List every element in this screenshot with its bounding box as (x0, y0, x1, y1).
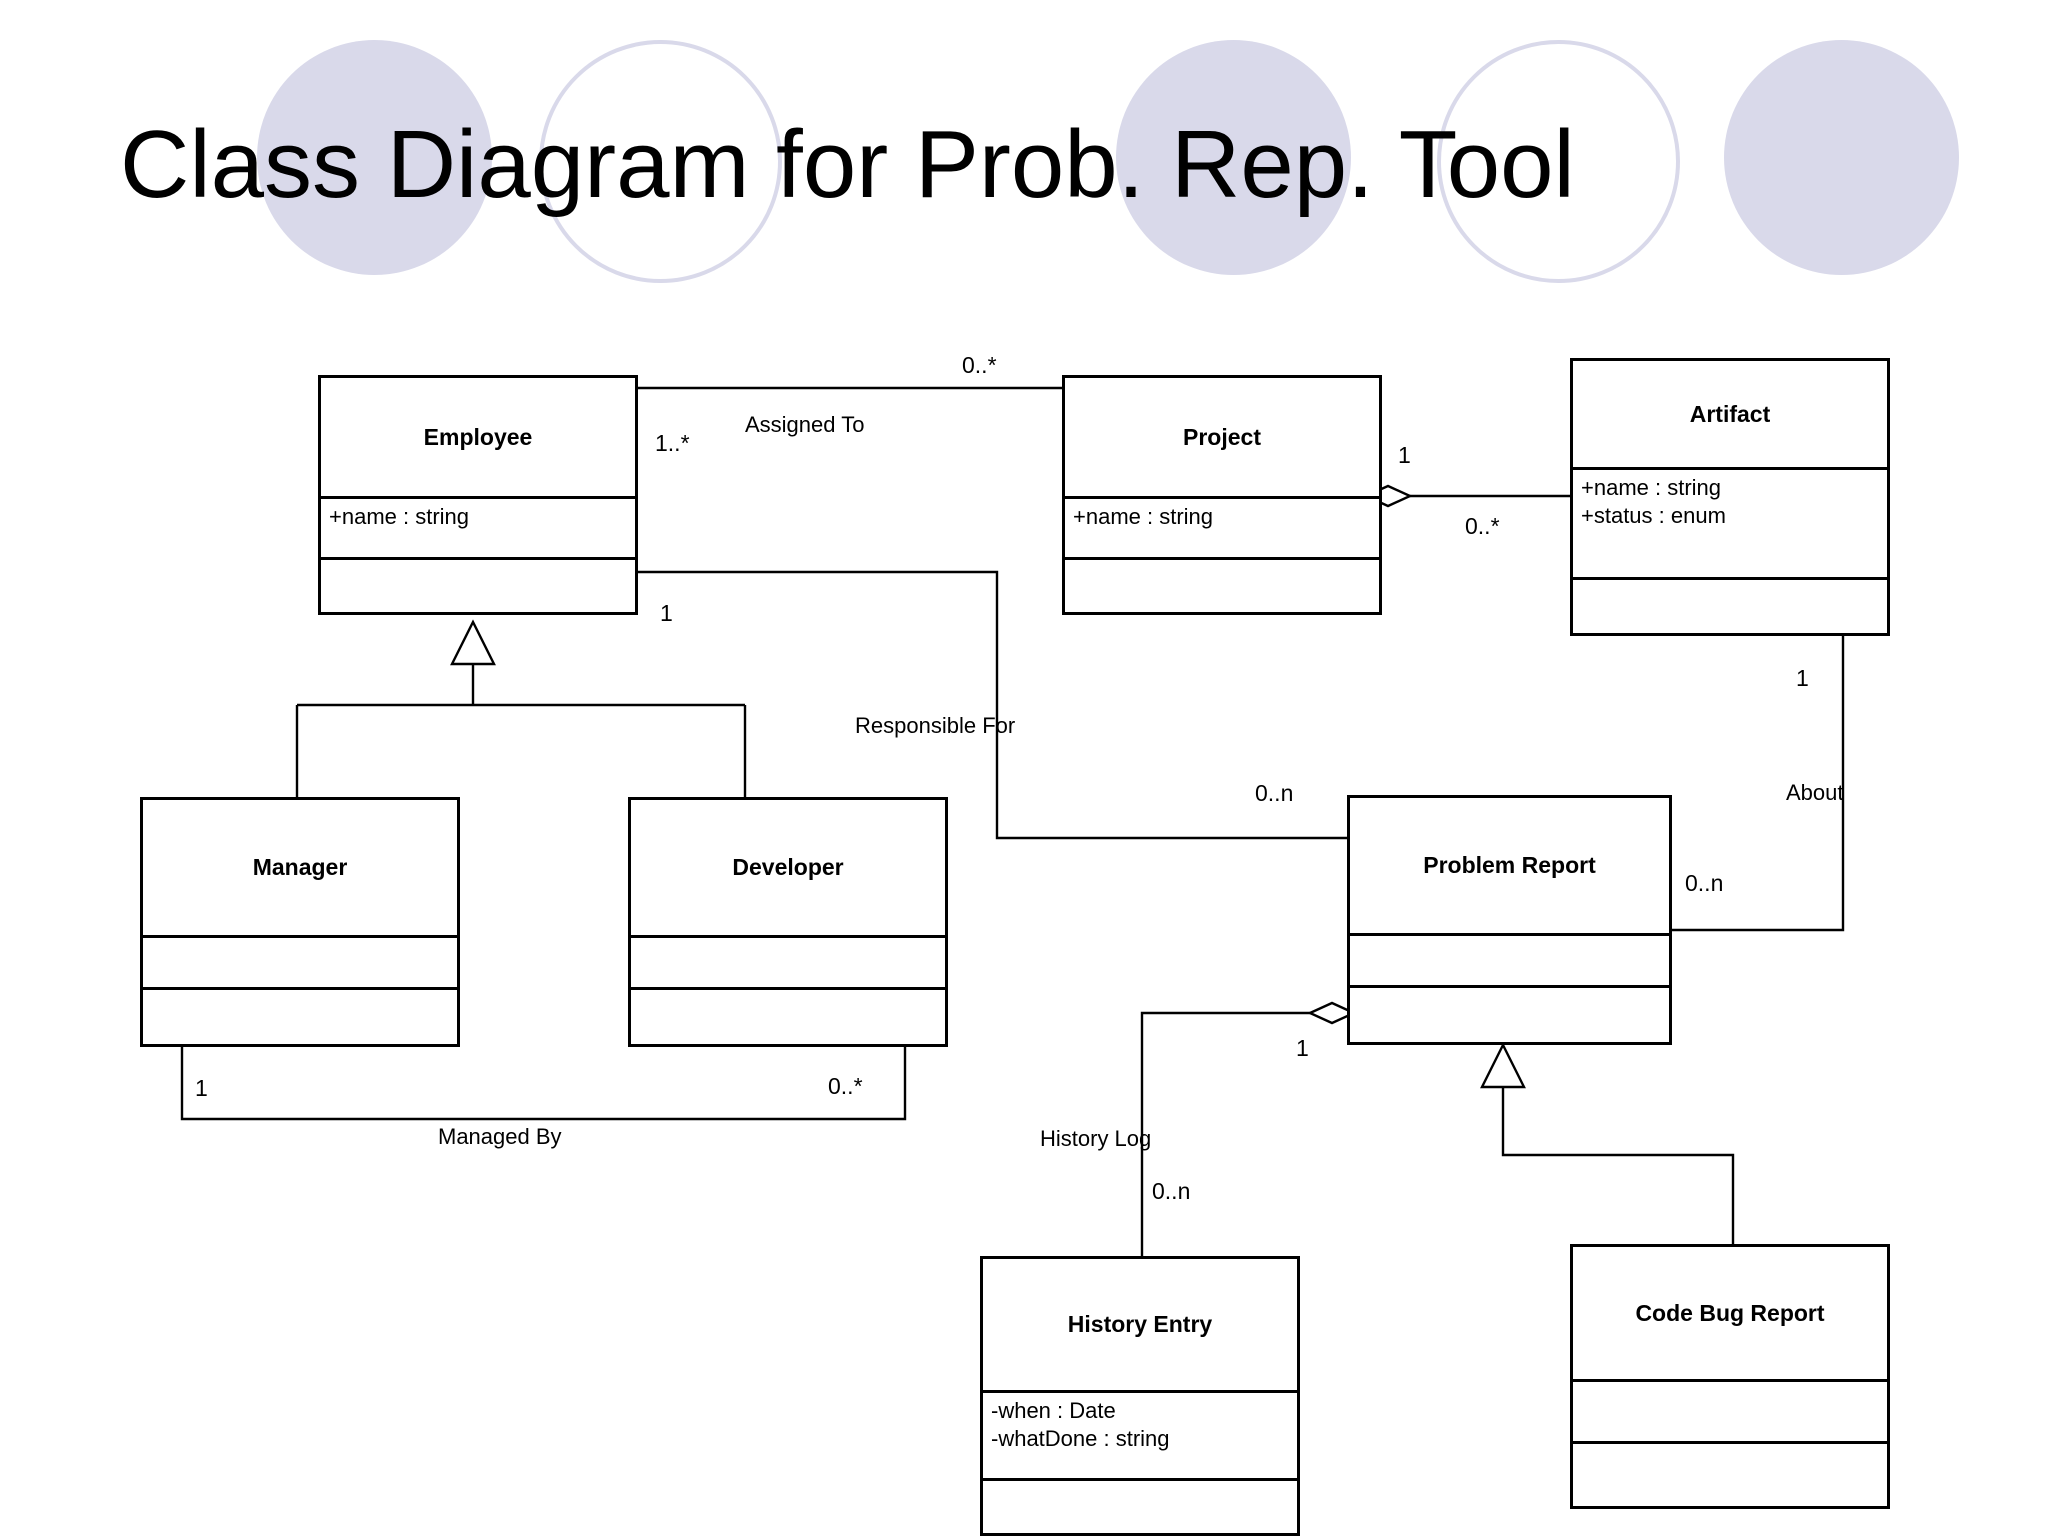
class-name-project: Project (1183, 423, 1261, 450)
page-title: Class Diagram for Prob. Rep. Tool (120, 111, 1575, 218)
class-name-developer: Developer (732, 854, 844, 880)
edge-label-managed-by: Managed By (438, 1124, 562, 1149)
generalization-triangle-employee (450, 619, 496, 666)
class-name-employee: Employee (423, 423, 533, 450)
edge-label-about: About (1786, 780, 1844, 805)
class-box-problem-report[interactable]: Problem Report (1347, 795, 1672, 1045)
class-attributes-manager (143, 935, 457, 987)
class-name-problem-report: Problem Report (1423, 852, 1596, 878)
class-operations-developer (631, 987, 945, 1043)
multiplicity-problem-report-history-log: 1 (1296, 1035, 1309, 1061)
multiplicity-manager-managed-by: 1 (195, 1075, 208, 1101)
decorative-circle-filled-1 (257, 40, 492, 275)
class-operations-history-entry (983, 1478, 1297, 1533)
class-box-project[interactable]: Project +name : string (1062, 375, 1382, 615)
class-operations-artifact (1573, 577, 1887, 633)
edge-responsible-for (637, 570, 1347, 840)
class-box-code-bug-report[interactable]: Code Bug Report (1570, 1244, 1890, 1509)
edge-about (1672, 636, 1845, 932)
class-operations-project (1065, 557, 1379, 612)
multiplicity-project-assigned-to: 0..* (962, 352, 997, 378)
class-name-history-entry: History Entry (1067, 1311, 1213, 1337)
multiplicity-artifact-project: 0..* (1465, 513, 1500, 539)
class-box-history-entry[interactable]: History Entry -when : Date -whatDone : s… (980, 1256, 1300, 1536)
class-attributes-developer (631, 935, 945, 987)
class-box-manager[interactable]: Manager (140, 797, 460, 1047)
edge-label-history-log: History Log (1040, 1126, 1152, 1151)
decorative-circle-filled-2 (1116, 40, 1351, 275)
edge-generalization-codebug (1501, 1065, 1735, 1244)
class-operations-manager (143, 987, 457, 1043)
class-box-artifact[interactable]: Artifact +name : string +status : enum (1570, 358, 1890, 636)
class-box-employee[interactable]: Employee +name : string (318, 375, 638, 615)
class-attributes-employee: +name : string (321, 496, 635, 557)
class-box-developer[interactable]: Developer (628, 797, 948, 1047)
edge-history-log (1140, 1011, 1318, 1256)
decorative-circle-outline-2 (1437, 40, 1680, 283)
class-attributes-history-entry: -when : Date -whatDone : string (983, 1390, 1297, 1478)
class-name-artifact: Artifact (1689, 400, 1771, 427)
class-attributes-code-bug-report (1573, 1379, 1887, 1441)
class-operations-employee (321, 557, 635, 612)
multiplicity-project-artifact: 1 (1398, 442, 1411, 468)
decorative-circle-filled-3 (1724, 40, 1959, 275)
edge-label-responsible-for: Responsible For (855, 713, 1016, 738)
multiplicity-artifact-about: 1 (1796, 665, 1809, 691)
multiplicity-employee-assigned-to: 1..* (655, 430, 690, 456)
class-operations-code-bug-report (1573, 1441, 1887, 1503)
class-name-manager: Manager (252, 854, 348, 880)
class-attributes-project: +name : string (1065, 496, 1379, 557)
multiplicity-employee-responsible-for: 1 (660, 600, 673, 626)
multiplicity-problem-report-responsible-for: 0..n (1255, 780, 1294, 806)
edge-label-assigned-to: Assigned To (745, 412, 865, 437)
edge-managed-by (180, 1047, 907, 1121)
multiplicity-developer-managed-by: 0..* (828, 1073, 863, 1099)
class-attributes-artifact: +name : string +status : enum (1573, 467, 1887, 577)
class-name-code-bug-report: Code Bug Report (1635, 1299, 1825, 1326)
multiplicity-history-entry-history-log: 0..n (1152, 1178, 1191, 1204)
decorative-circle-outline-1 (539, 40, 782, 283)
multiplicity-problem-report-about: 0..n (1685, 870, 1724, 896)
generalization-triangle-problem-report (1480, 1042, 1526, 1089)
class-attributes-problem-report (1350, 933, 1669, 985)
class-operations-problem-report (1350, 985, 1669, 1041)
